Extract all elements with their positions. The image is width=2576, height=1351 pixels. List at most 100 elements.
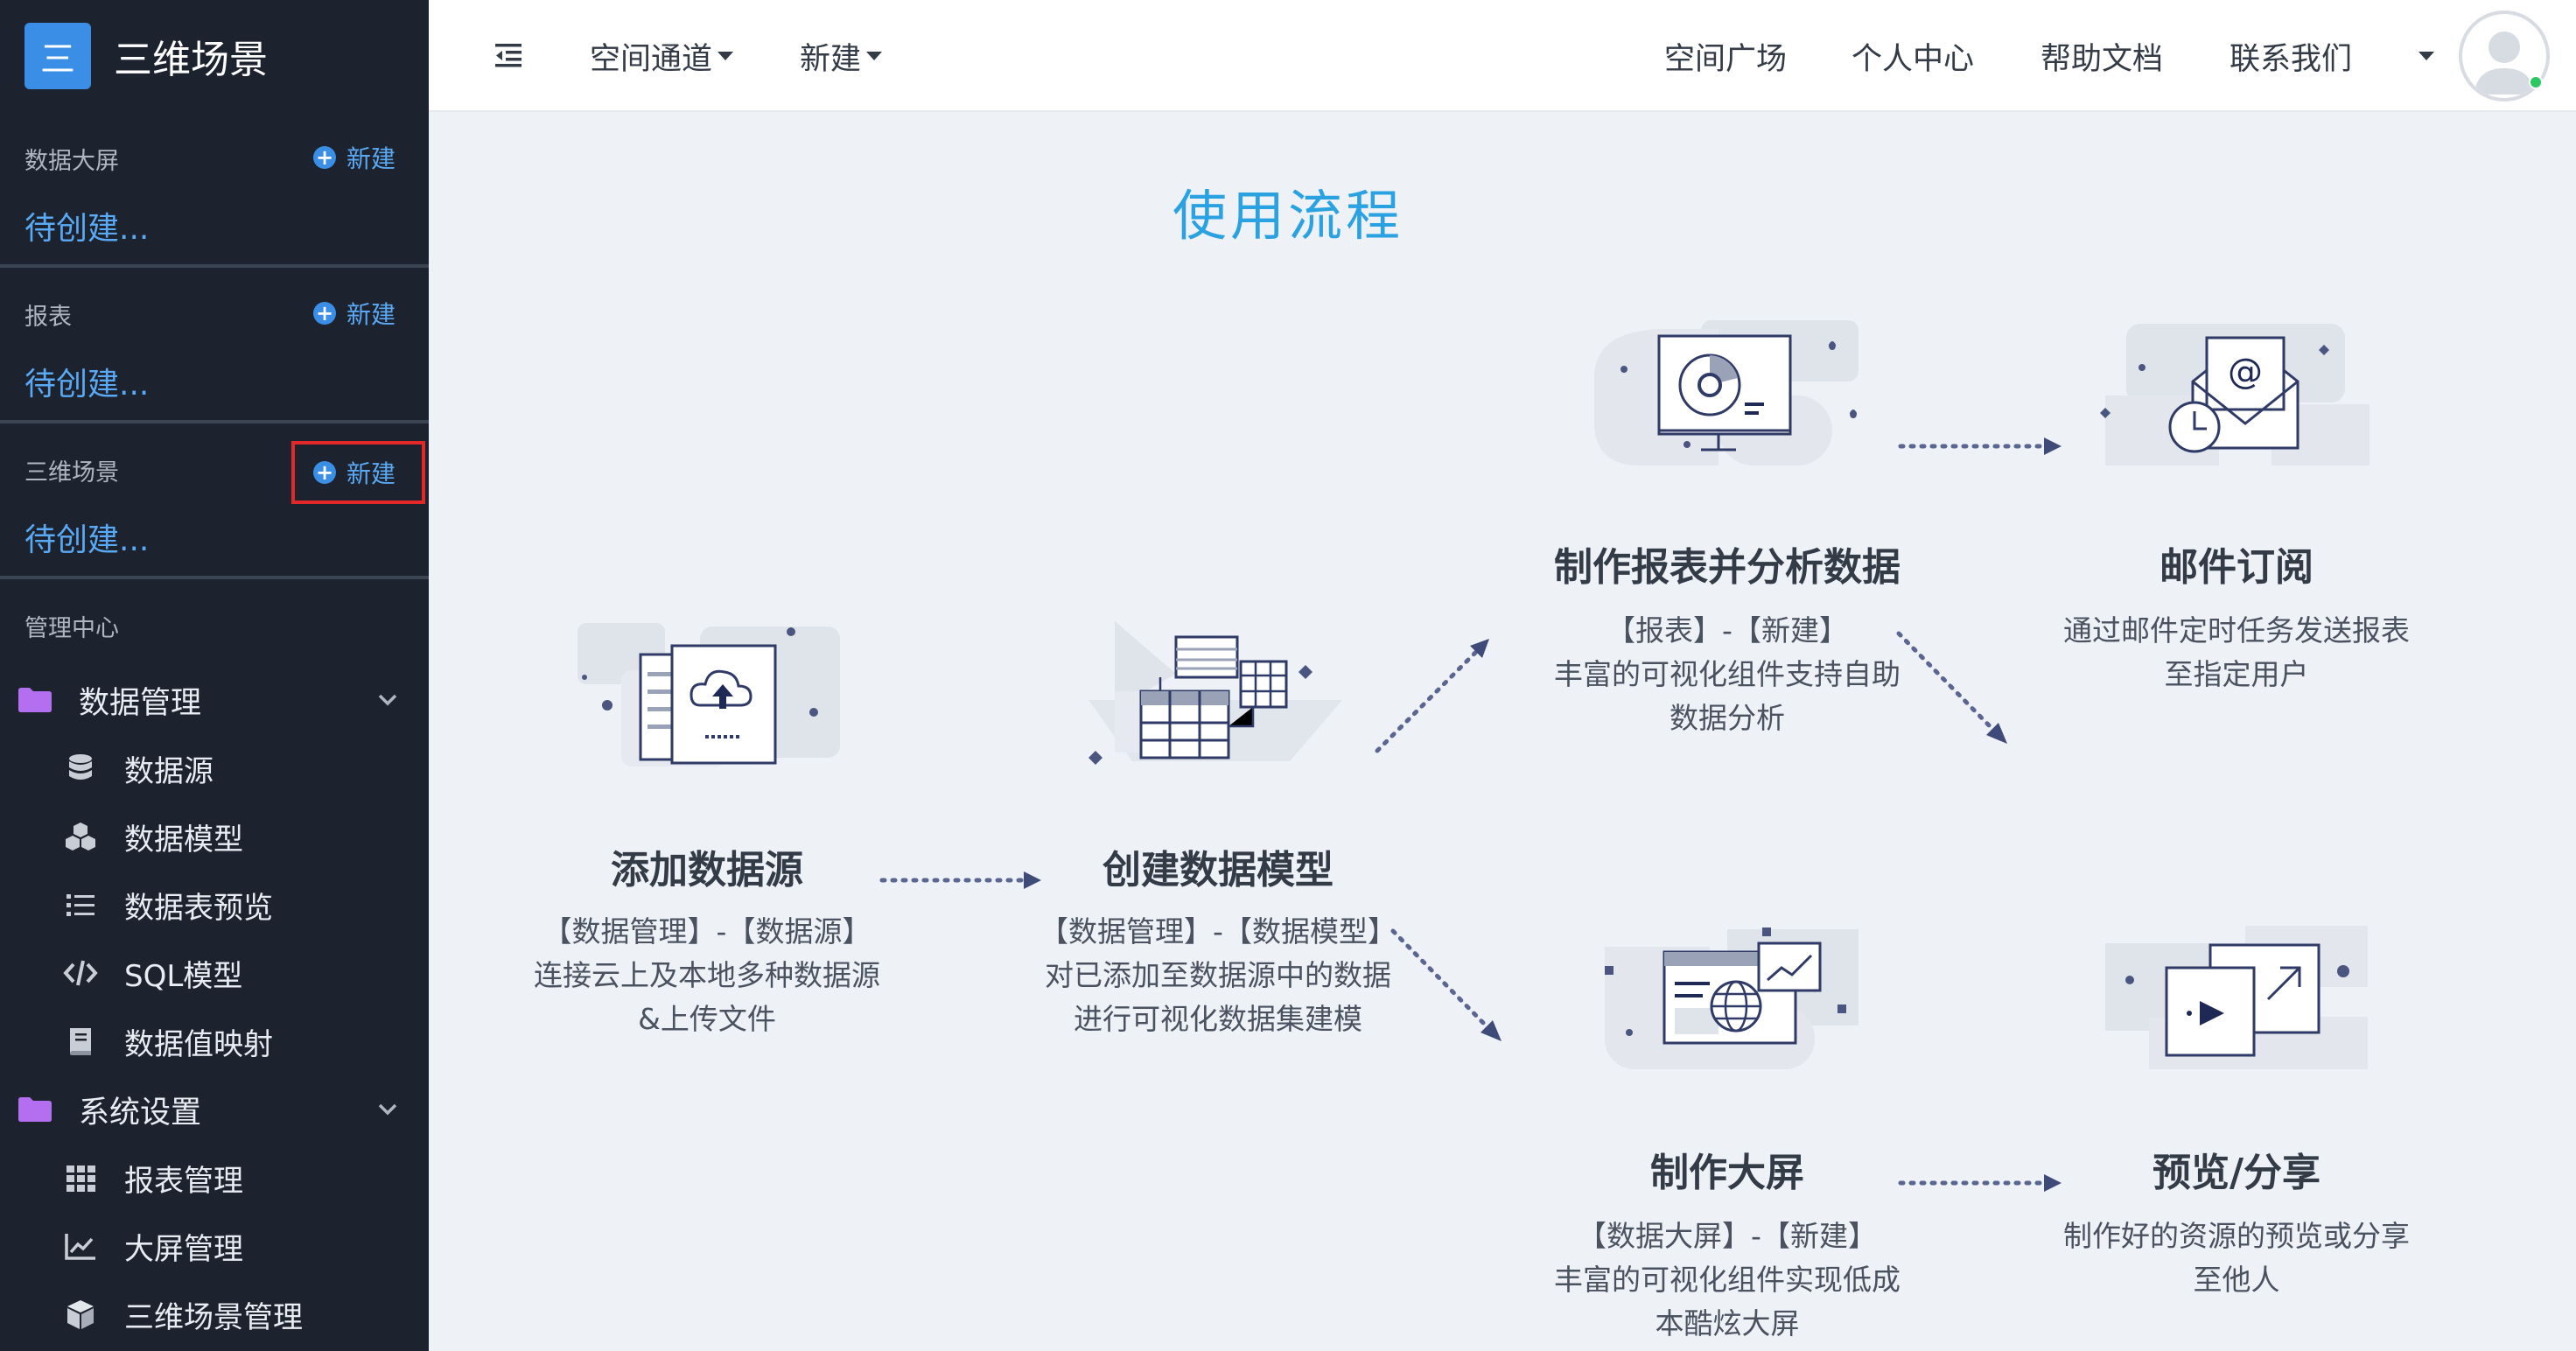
sidebar-item-datasource[interactable]: 数据源 bbox=[0, 742, 429, 794]
nav-group-system-settings[interactable]: 系统设置 bbox=[0, 1083, 429, 1136]
new-data-screen-button[interactable]: + 新建 bbox=[313, 140, 396, 175]
desc-line: 至指定用户 bbox=[2164, 657, 2309, 691]
logo-glyph: 三 bbox=[40, 39, 75, 80]
desc-line: 进行可视化数据集建模 bbox=[1074, 1002, 1362, 1036]
step-title-big-screen: 制作大屏 bbox=[1650, 1151, 1804, 1195]
sidebar-item-report-management[interactable]: 报表管理 bbox=[0, 1152, 429, 1204]
desc-line: 本酷炫大屏 bbox=[1655, 1306, 1800, 1340]
new-label: 新建 bbox=[346, 459, 396, 488]
sidebar-item-data-model[interactable]: 数据模型 bbox=[0, 810, 429, 863]
add-datasource-illustration bbox=[578, 623, 840, 766]
arrow-head bbox=[2044, 1174, 2062, 1192]
nav-label: 联系我们 bbox=[2230, 41, 2353, 77]
svg-text:@: @ bbox=[2228, 352, 2263, 392]
sidebar-item-label: SQL模型 bbox=[124, 958, 243, 994]
nav-contact-us[interactable]: 联系我们 bbox=[2230, 0, 2352, 112]
nav-group-data-management[interactable]: 数据管理 bbox=[0, 674, 429, 726]
collapse-sidebar-icon[interactable] bbox=[494, 42, 523, 68]
code-icon bbox=[63, 960, 98, 986]
pending-link[interactable]: 待创建... bbox=[24, 522, 150, 558]
step-title-create-model: 创建数据模型 bbox=[1102, 848, 1334, 892]
sidebar-item-label: 报表管理 bbox=[124, 1163, 243, 1199]
arrow-report-down bbox=[1896, 631, 1998, 734]
desc-line: 数据分析 bbox=[1670, 701, 1785, 735]
create-model-illustration bbox=[1088, 621, 1342, 765]
chevron-down-icon bbox=[378, 1103, 397, 1116]
section-report: 报表 + 新建 待创建... bbox=[0, 268, 429, 424]
user-avatar-icon bbox=[2474, 32, 2534, 94]
sidebar-item-table-preview[interactable]: 数据表预览 bbox=[0, 878, 429, 931]
caret-down-icon bbox=[866, 52, 883, 60]
nav-space-channel[interactable]: 空间通道 bbox=[590, 0, 734, 112]
sidebar-item-label: 数据源 bbox=[124, 753, 214, 789]
arrow-head bbox=[1024, 872, 1041, 889]
nav-group-label: 系统设置 bbox=[79, 1095, 202, 1130]
step-desc-email-subscription: 通过邮件定时任务发送报表 至指定用户 bbox=[2009, 609, 2464, 696]
page-title: 使用流程 bbox=[1172, 184, 1404, 248]
nav-personal-center[interactable]: 个人中心 bbox=[1852, 0, 1974, 112]
new-report-button[interactable]: + 新建 bbox=[313, 296, 396, 331]
new-label: 新建 bbox=[346, 144, 396, 173]
desc-line: 【报表】-【新建】 bbox=[1606, 613, 1848, 648]
sidebar-item-screen-management[interactable]: 大屏管理 bbox=[0, 1220, 429, 1272]
menu-toggle-logo[interactable]: 三 bbox=[24, 23, 91, 89]
step-desc-create-model: 【数据管理】-【数据模型】 对已添加至数据源中的数据 进行可视化数据集建模 bbox=[990, 910, 1446, 1041]
desc-line: 【数据管理】-【数据模型】 bbox=[1040, 914, 1396, 948]
nav-space-plaza[interactable]: 空间广场 bbox=[1664, 0, 1787, 112]
sidebar-item-value-mapping[interactable]: 数据值映射 bbox=[0, 1015, 429, 1068]
step-desc-add-datasource: 【数据管理】-【数据源】 连接云上及本地多种数据源 &上传文件 bbox=[480, 910, 934, 1041]
new-label: 新建 bbox=[346, 300, 396, 329]
big-screen-illustration bbox=[1605, 928, 1858, 1069]
sidebar-item-label: 数据值映射 bbox=[124, 1026, 273, 1062]
nav-label: 帮助文档 bbox=[2040, 41, 2164, 77]
report-analysis-illustration bbox=[1594, 320, 1858, 466]
pending-link[interactable]: 待创建... bbox=[24, 211, 150, 247]
folder-icon bbox=[18, 1097, 52, 1122]
nav-group-label: 数据管理 bbox=[79, 685, 202, 721]
step-title-email-subscription: 邮件订阅 bbox=[2160, 545, 2314, 590]
sidebar-item-3d-scene-management[interactable]: 三维场景管理 bbox=[0, 1288, 429, 1340]
step-desc-big-screen: 【数据大屏】-【新建】 丰富的可视化组件实现低成 本酷炫大屏 bbox=[1500, 1214, 1955, 1346]
nav-new[interactable]: 新建 bbox=[800, 0, 883, 112]
plus-circle-icon: + bbox=[313, 146, 336, 169]
step-title-preview-share: 预览/分享 bbox=[2152, 1151, 2321, 1195]
plus-circle-icon: + bbox=[313, 461, 336, 484]
app-title: 三维场景 bbox=[114, 38, 268, 82]
nav-label: 空间广场 bbox=[1664, 41, 1788, 77]
arrow-model-to-bigscreen bbox=[1390, 928, 1492, 1032]
desc-line: 丰富的可视化组件实现低成 bbox=[1554, 1263, 1900, 1297]
book-icon bbox=[70, 1028, 91, 1055]
section-title: 数据大屏 bbox=[24, 148, 119, 175]
desc-line: 丰富的可视化组件支持自助 bbox=[1554, 657, 1900, 691]
nav-label: 空间通道 bbox=[590, 41, 713, 77]
database-icon bbox=[69, 754, 92, 780]
chart-line-icon bbox=[65, 1234, 95, 1260]
arrow-head bbox=[1470, 639, 1489, 658]
list-icon bbox=[66, 894, 94, 916]
section-data-screen: 数据大屏 + 新建 待创建... bbox=[0, 112, 429, 268]
email-subscription-illustration: @ bbox=[2100, 324, 2370, 466]
plus-circle-icon: + bbox=[313, 302, 336, 325]
brand: 三 三维场景 bbox=[0, 0, 429, 112]
step-title-add-datasource: 添加数据源 bbox=[611, 848, 803, 892]
user-menu-dropdown[interactable] bbox=[2413, 0, 2434, 112]
arrow-model-to-report bbox=[1375, 647, 1481, 753]
desc-line: 通过邮件定时任务发送报表 bbox=[2063, 613, 2410, 648]
desc-line: 至他人 bbox=[2193, 1263, 2280, 1297]
sidebar-item-sql-model[interactable]: SQL模型 bbox=[0, 947, 429, 999]
online-status-dot bbox=[2529, 75, 2543, 89]
pending-link[interactable]: 待创建... bbox=[24, 367, 150, 402]
caret-down-icon bbox=[2418, 52, 2434, 60]
folder-icon bbox=[18, 688, 52, 712]
new-3d-scene-button[interactable]: + 新建 bbox=[291, 441, 425, 504]
chevron-down-icon bbox=[378, 694, 397, 706]
section-3d-scene: 三维场景 + 新建 待创建... bbox=[0, 424, 429, 579]
nav-help-docs[interactable]: 帮助文档 bbox=[2040, 0, 2163, 112]
arrow-head bbox=[2044, 438, 2062, 455]
cubes-icon bbox=[66, 822, 95, 850]
desc-line: 制作好的资源的预览或分享 bbox=[2063, 1219, 2410, 1253]
step-title-report-analysis: 制作报表并分析数据 bbox=[1554, 545, 1900, 590]
caret-down-icon bbox=[718, 52, 734, 60]
step-desc-preview-share: 制作好的资源的预览或分享 至他人 bbox=[2009, 1214, 2464, 1302]
nav-label: 新建 bbox=[800, 41, 862, 77]
